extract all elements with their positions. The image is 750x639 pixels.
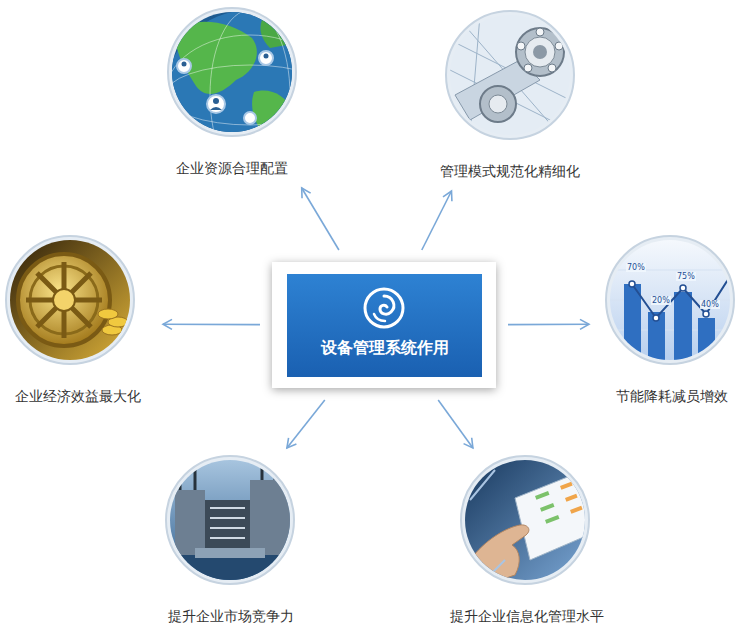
photo-circle-node: 企业经济效益最大化: [3, 238, 153, 406]
node-label: 提升企业市场竞争力: [168, 606, 294, 626]
circle-space: [141, 458, 321, 582]
center-title: 设备管理系统作用: [321, 338, 449, 358]
node-label: 企业经济效益最大化: [15, 386, 141, 406]
circle-space: [3, 238, 153, 362]
bar-chart-picture: [608, 238, 734, 364]
photo-circle-node: 提升企业市场竞争力: [141, 458, 321, 626]
photo-circle-node: 节能降耗减员增效: [599, 238, 745, 406]
photo-circle-node: 企业资源合理配置: [147, 10, 317, 178]
circle-space: [427, 458, 627, 582]
chart-value: 75%: [676, 272, 696, 281]
circle-space: [147, 10, 317, 134]
arrow-connector: [422, 191, 452, 250]
chart-value: 40%: [700, 300, 720, 309]
arrow-connector: [163, 323, 260, 325]
circle-frames: [6, 8, 734, 584]
factory-picture: [168, 458, 292, 585]
bearing-picture: [448, 13, 572, 137]
photo-circle-node: 管理模式规范化精细化: [415, 13, 605, 181]
circle-space: [599, 238, 745, 362]
center-box: 设备管理系统作用: [272, 262, 496, 388]
globe-picture: [165, 10, 335, 180]
photo-circle-node: 提升企业信息化管理水平: [427, 458, 627, 626]
arrow-connector: [508, 323, 589, 325]
circle-space: [415, 13, 605, 137]
tablet-picture: [463, 458, 600, 590]
center-box-fill: 设备管理系统作用: [287, 274, 482, 377]
arrow-connector: [302, 188, 339, 250]
node-label: 管理模式规范化精细化: [440, 161, 580, 181]
vault-picture: [8, 238, 132, 362]
chart-value: 70%: [626, 263, 646, 272]
arrow-connector: [438, 400, 473, 448]
arrow-connector: [287, 400, 325, 448]
node-label: 企业资源合理配置: [176, 158, 288, 178]
logo: [362, 286, 406, 330]
chart-value: 20%: [651, 296, 671, 305]
node-label: 提升企业信息化管理水平: [450, 606, 604, 626]
node-label: 节能降耗减员增效: [616, 386, 728, 406]
